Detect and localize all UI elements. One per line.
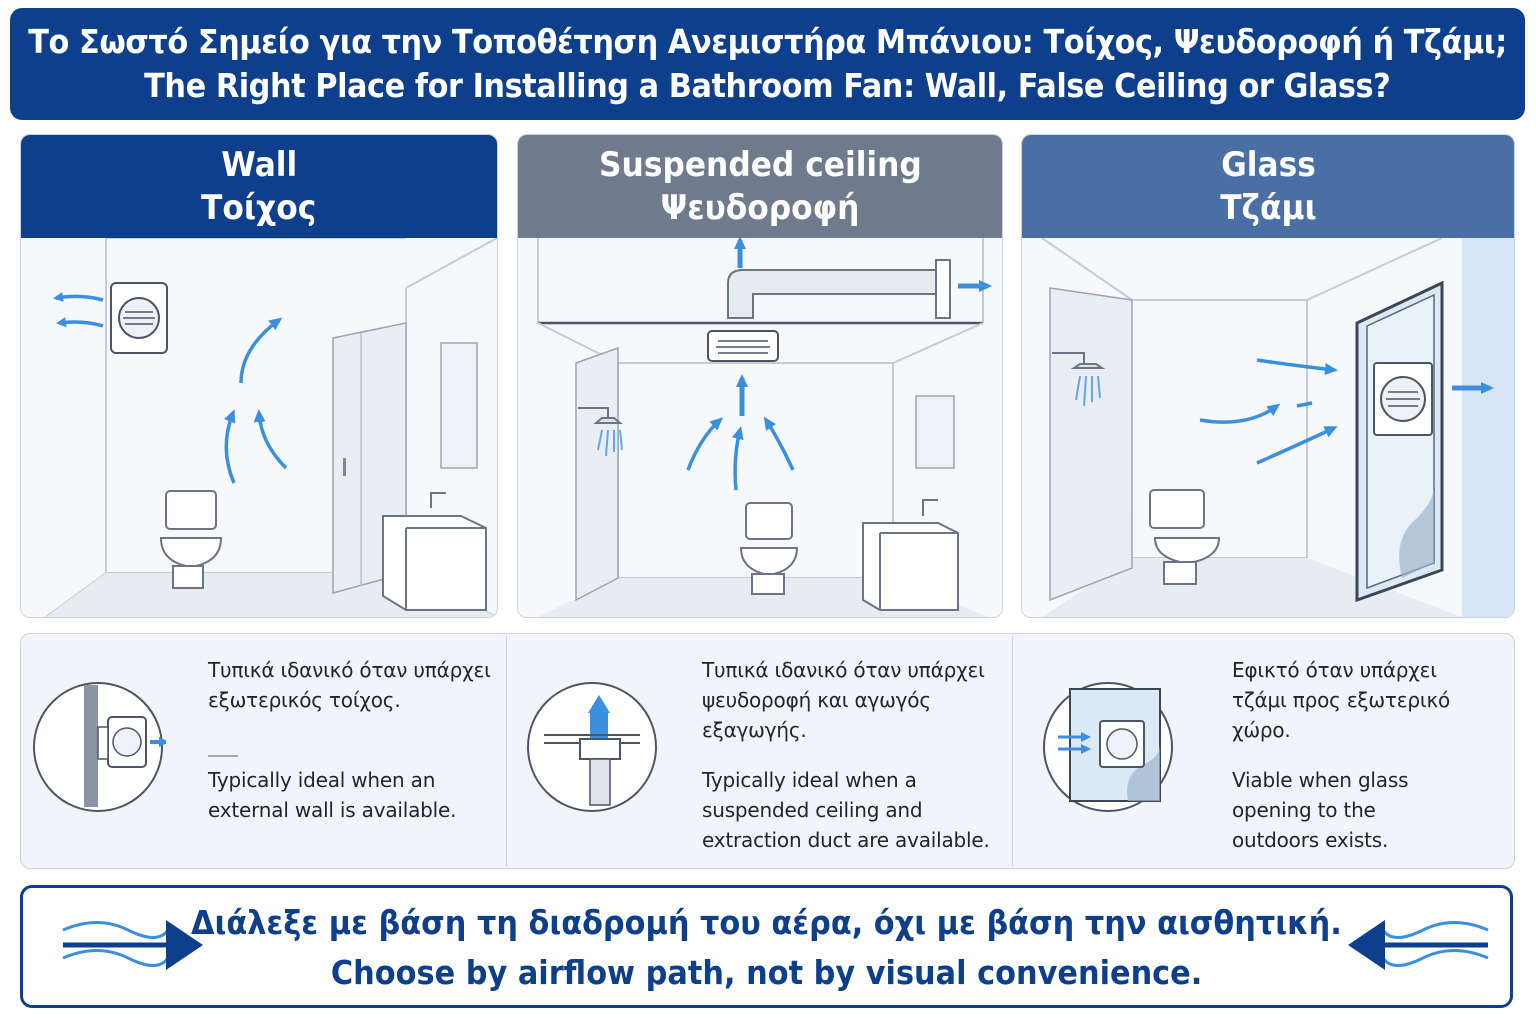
panel-glass: Glass Τζάμι bbox=[1021, 134, 1515, 618]
airflow-right-icon bbox=[62, 920, 203, 970]
panel-wall: Wall Τοίχος bbox=[20, 134, 498, 618]
wall-description-english: Typically ideal when an external wall is… bbox=[208, 768, 457, 822]
wall-fan-icon bbox=[110, 282, 168, 354]
glass-description-greek: Εφικτό όταν υπάρχει τζάμι προς εξωτερικό… bbox=[1232, 658, 1451, 742]
title-greek: Το Σωστό Σημείο για την Τοποθέτηση Ανεμι… bbox=[28, 22, 1507, 61]
glass-fan-icon bbox=[1373, 362, 1433, 436]
ceiling-shower-icon bbox=[578, 407, 623, 424]
window-icon bbox=[1355, 280, 1444, 603]
glass-mount-diagram-icon bbox=[1043, 682, 1173, 812]
panel-ceiling-title-gr: Ψευδοροφή bbox=[660, 187, 860, 228]
footer-english: Choose by airflow path, not by visual co… bbox=[330, 953, 1203, 992]
panel-wall-title-en: Wall bbox=[221, 144, 297, 185]
panel-glass-title-gr: Τζάμι bbox=[1219, 187, 1317, 228]
footer-greek: Διάλεξε με βάση τη διαδρομή του αέρα, όχ… bbox=[191, 903, 1342, 942]
descriptions-box bbox=[20, 633, 1515, 869]
descriptions-divider-1 bbox=[506, 636, 507, 866]
glass-shower-icon bbox=[1052, 352, 1106, 369]
ceiling-mount-diagram-icon bbox=[527, 682, 657, 812]
descriptions-divider-2 bbox=[1012, 636, 1013, 866]
wall-vanity-icon bbox=[382, 492, 487, 611]
airflow-left-icon bbox=[1348, 920, 1489, 970]
footer-banner: Διάλεξε με βάση τη διαδρομή του αέρα, όχ… bbox=[20, 885, 1513, 1008]
panel-glass-title-en: Glass bbox=[1220, 144, 1316, 185]
panel-wall-header: Wall Τοίχος bbox=[21, 135, 497, 238]
ceiling-toilet-icon bbox=[739, 502, 799, 595]
glass-bathroom-illustration bbox=[1022, 238, 1514, 617]
wall-mount-diagram-icon bbox=[33, 682, 166, 812]
ceiling-bathroom-illustration bbox=[518, 238, 1002, 617]
wall-bathroom-illustration bbox=[21, 238, 497, 617]
glass-toilet-icon bbox=[1149, 489, 1221, 585]
panel-suspended-ceiling: Suspended ceiling Ψευδοροφή bbox=[517, 134, 1003, 618]
wall-description-greek: Τυπικά ιδανικό όταν υπάρχει εξωτερικός τ… bbox=[208, 658, 491, 712]
panel-wall-title-gr: Τοίχος bbox=[201, 187, 317, 228]
panel-ceiling-title-en: Suspended ceiling bbox=[598, 144, 922, 185]
extraction-duct-icon bbox=[727, 259, 951, 319]
ceiling-description-english: Typically ideal when a suspended ceiling… bbox=[702, 768, 990, 852]
wall-separator bbox=[208, 755, 238, 757]
title-banner: Το Σωστό Σημείο για την Τοποθέτηση Ανεμι… bbox=[10, 8, 1525, 120]
glass-description-english: Viable when glass opening to the outdoor… bbox=[1232, 768, 1409, 852]
title-english: The Right Place for Installing a Bathroo… bbox=[144, 66, 1391, 105]
ceiling-vanity-icon bbox=[862, 499, 959, 611]
ceiling-fan-icon bbox=[707, 330, 779, 362]
wall-toilet-icon bbox=[159, 490, 223, 589]
panel-ceiling-header: Suspended ceiling Ψευδοροφή bbox=[518, 135, 1002, 238]
ceiling-description-greek: Τυπικά ιδανικό όταν υπάρχει ψευδοροφή κα… bbox=[702, 658, 985, 742]
panel-glass-header: Glass Τζάμι bbox=[1022, 135, 1514, 238]
